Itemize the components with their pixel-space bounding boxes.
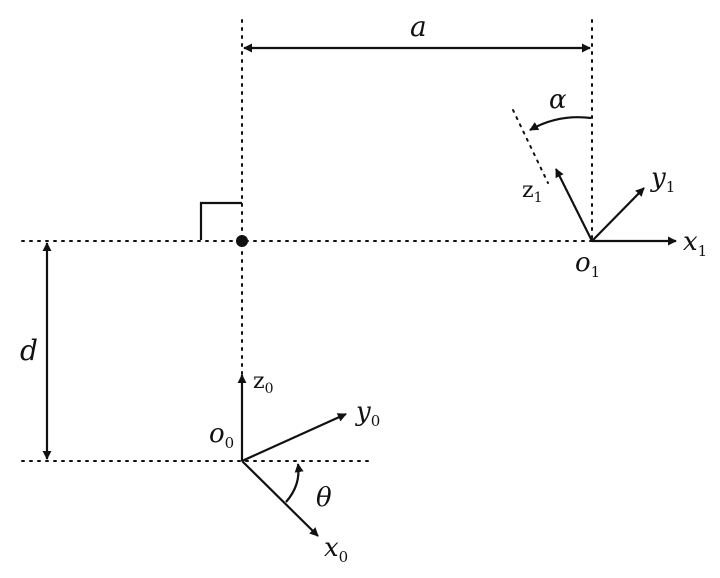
label-x1: x1	[683, 227, 707, 260]
label-x0: x0	[324, 533, 348, 566]
label-a: a	[410, 10, 427, 43]
label-o1: o1	[575, 248, 600, 281]
alpha-arc-arrow	[529, 116, 592, 131]
right-angle-marker	[199, 201, 242, 240]
label-z1: z1	[522, 178, 543, 206]
label-d: d	[20, 334, 38, 367]
label-alpha: α	[549, 85, 567, 115]
y1-axis-arrow	[591, 187, 645, 242]
intersection-point	[236, 235, 248, 247]
x0-axis-arrow	[241, 460, 319, 537]
label-y0: y0	[355, 397, 380, 430]
label-z0: z0	[253, 369, 274, 397]
y0-axis-arrow	[241, 412, 347, 463]
theta-arc-arrow	[285, 463, 304, 503]
z1-axis-arrow	[555, 168, 593, 242]
label-o0: o0	[209, 419, 234, 452]
tilted-z1-dotted-line	[512, 109, 549, 184]
label-y1: y1	[650, 163, 675, 196]
label-theta: θ	[316, 483, 332, 513]
